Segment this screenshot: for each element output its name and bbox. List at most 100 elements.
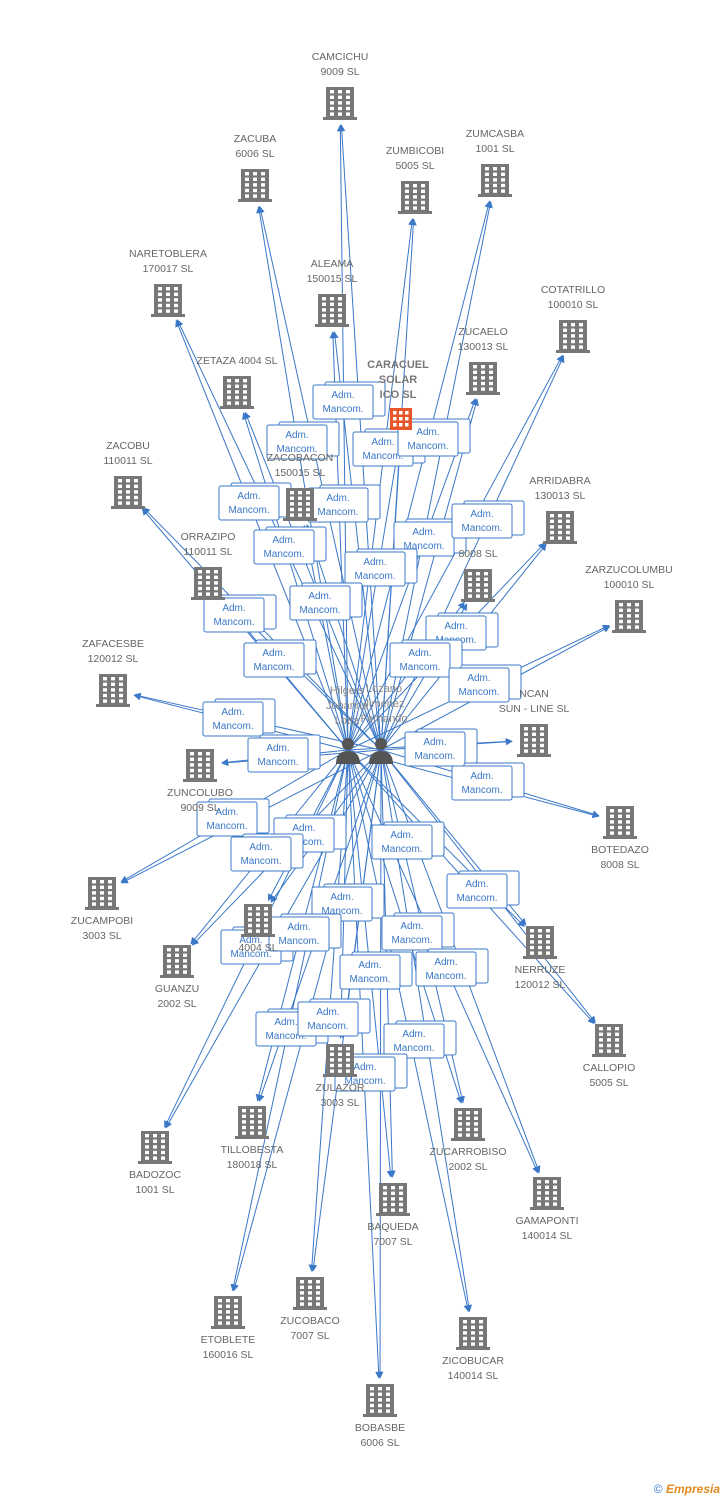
building-icon[interactable] bbox=[517, 724, 551, 757]
building-icon[interactable] bbox=[376, 1183, 410, 1216]
company-node[interactable]: BAQUEDA 7007 SL bbox=[367, 1183, 419, 1248]
center-company-label: ICO SL bbox=[380, 389, 417, 401]
relation-label: Adm. bbox=[331, 390, 354, 401]
building-icon[interactable] bbox=[283, 488, 317, 521]
relation-label: Mancom. bbox=[425, 971, 466, 982]
relation-label: Adm. bbox=[272, 535, 295, 546]
relation-label: Mancom. bbox=[381, 844, 422, 855]
building-icon[interactable] bbox=[592, 1024, 626, 1057]
building-icon[interactable] bbox=[235, 1106, 269, 1139]
building-icon[interactable] bbox=[478, 164, 512, 197]
company-label: 140014 SL bbox=[522, 1230, 573, 1242]
company-node[interactable]: GAMAPONTI 140014 SL bbox=[515, 1177, 579, 1242]
company-label: 3003 SL bbox=[82, 930, 121, 942]
building-icon[interactable] bbox=[612, 600, 646, 633]
building-icon[interactable] bbox=[461, 569, 495, 602]
building-icon[interactable] bbox=[466, 362, 500, 395]
building-icon[interactable] bbox=[211, 1296, 245, 1329]
building-icon[interactable] bbox=[363, 1384, 397, 1417]
building-icon[interactable] bbox=[241, 904, 275, 937]
building-icon[interactable] bbox=[183, 749, 217, 782]
relation-label: Adm. bbox=[470, 509, 493, 520]
center-company-label: CARACUEL bbox=[367, 359, 429, 371]
building-icon[interactable] bbox=[451, 1108, 485, 1141]
building-icon[interactable] bbox=[390, 408, 412, 430]
building-icon[interactable] bbox=[96, 674, 130, 707]
building-icon[interactable] bbox=[323, 1044, 357, 1077]
company-node[interactable]: ZETAZA 4004 SL bbox=[197, 355, 278, 409]
building-icon[interactable] bbox=[315, 294, 349, 327]
company-label: 7007 SL bbox=[373, 1236, 412, 1248]
company-label: BOBASBE bbox=[355, 1422, 405, 1434]
building-icon[interactable] bbox=[603, 806, 637, 839]
company-label: ORRAZIPO bbox=[181, 531, 236, 543]
building-icon[interactable] bbox=[293, 1277, 327, 1310]
building-icon[interactable] bbox=[220, 376, 254, 409]
building-icon[interactable] bbox=[543, 511, 577, 544]
company-label: GAMAPONTI bbox=[515, 1215, 578, 1227]
company-label: 2002 SL bbox=[157, 998, 196, 1010]
company-node[interactable]: 4004 SL bbox=[238, 904, 278, 954]
relation-box: Adm.Mancom. bbox=[451, 762, 525, 801]
building-icon[interactable] bbox=[323, 87, 357, 120]
building-icon[interactable] bbox=[398, 181, 432, 214]
relation-box: Adm.Mancom. bbox=[339, 951, 413, 990]
building-icon[interactable] bbox=[530, 1177, 564, 1210]
building-icon[interactable] bbox=[456, 1317, 490, 1350]
building-icon[interactable] bbox=[138, 1131, 172, 1164]
brand-logo[interactable]: Empresia bbox=[665, 1482, 720, 1496]
relation-label: Mancom. bbox=[403, 541, 444, 552]
building-icon[interactable] bbox=[151, 284, 185, 317]
building-icon[interactable] bbox=[160, 945, 194, 978]
company-node[interactable]: 8008 SL bbox=[458, 548, 498, 602]
building-icon[interactable] bbox=[523, 926, 557, 959]
company-label: BAQUEDA bbox=[367, 1221, 418, 1233]
relation-label: Mancom. bbox=[276, 444, 317, 455]
relation-label: Adm. bbox=[221, 707, 244, 718]
relation-label: Mancom. bbox=[407, 441, 448, 452]
relation-label: Adm. bbox=[285, 430, 308, 441]
relation-box: Adm.Mancom. bbox=[383, 1020, 457, 1059]
company-node[interactable]: GUANZU 2002 SL bbox=[155, 945, 199, 1010]
building-icon[interactable] bbox=[556, 320, 590, 353]
building-icon[interactable] bbox=[111, 476, 145, 509]
building-icon[interactable] bbox=[238, 169, 272, 202]
building-icon[interactable] bbox=[85, 877, 119, 910]
company-label: GUANZU bbox=[155, 983, 199, 995]
company-label: ZUCOBACO bbox=[280, 1315, 340, 1327]
building-icon[interactable] bbox=[191, 567, 225, 600]
relation-label: Mancom. bbox=[391, 935, 432, 946]
